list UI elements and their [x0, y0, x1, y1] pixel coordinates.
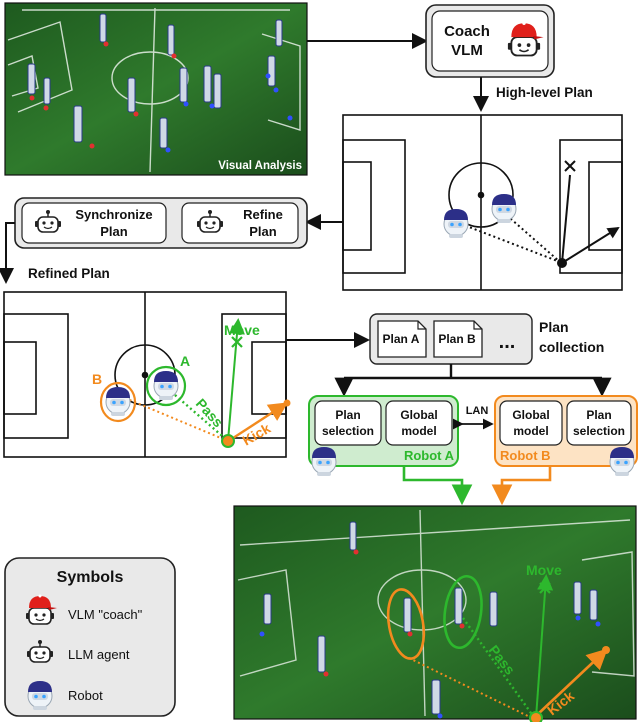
- high-level-plan-moves: [443, 160, 620, 268]
- plan-a-doc: Plan A: [383, 332, 420, 346]
- symbols-legend: Symbols VLM "coach" LLM agent Robot: [4, 557, 176, 717]
- arrow-robot-b-to-photo: [491, 466, 552, 506]
- robot-a-global-model-1: Global: [400, 408, 437, 422]
- robot-b-global-model-1: Global: [512, 408, 549, 422]
- robot-b-marker: [99, 381, 137, 423]
- synchronize-refine-box: Synchronize Plan Refine Plan: [14, 197, 308, 249]
- high-level-plan-field: [342, 114, 623, 291]
- collection-fork-arrows: [334, 364, 612, 397]
- robot-b-plan-selection-2: selection: [573, 424, 625, 438]
- plan-collection-label-2: collection: [539, 339, 604, 355]
- visual-analysis-photo: Visual Analysis: [4, 2, 308, 176]
- synchronize-line1: Synchronize: [75, 207, 152, 222]
- photo-move-label: Move: [526, 562, 562, 578]
- symbols-title: Symbols: [57, 569, 124, 586]
- robot-a-photo-marker: [443, 574, 483, 650]
- arrow-sync-to-refined: [0, 222, 15, 284]
- robot-a-box: Plan selection Global model Robot A: [308, 395, 459, 477]
- high-level-plan-label: High-level Plan: [496, 85, 593, 100]
- robot-a-tag: A: [180, 353, 190, 369]
- visual-analysis-caption: Visual Analysis: [218, 160, 302, 172]
- robot-b-box: Global model Plan selection Robot B: [494, 395, 638, 477]
- coach-label-line1: Coach: [444, 23, 490, 40]
- lan-label: LAN: [466, 405, 489, 417]
- refine-line2: Plan: [249, 224, 277, 239]
- robot-b-global-model-2: model: [513, 424, 548, 438]
- robot-b-name: Robot B: [500, 448, 551, 463]
- robot-a-global-model-2: model: [401, 424, 436, 438]
- plan-more: ...: [499, 331, 516, 353]
- robot-a-plan-selection-2: selection: [322, 424, 374, 438]
- plan-b-doc: Plan B: [438, 332, 476, 346]
- execution-photo: Move Pass Kick: [233, 505, 637, 722]
- robot-a-name: Robot A: [404, 448, 455, 463]
- legend-robot-label: Robot: [68, 688, 103, 703]
- coach-vlm-box: Coach VLM: [425, 4, 555, 78]
- robot-icon: [311, 446, 337, 477]
- plan-collection-label-1: Plan: [539, 319, 569, 335]
- refine-line1: Refine: [243, 207, 283, 222]
- robot-a-plan-selection-1: Plan: [335, 408, 360, 422]
- synchronize-line2: Plan: [100, 224, 128, 239]
- legend-llm-label: LLM agent: [68, 647, 130, 662]
- coach-label-line2: VLM: [451, 42, 483, 59]
- robot-b-tag: B: [92, 371, 102, 387]
- robot-icon: [609, 446, 635, 477]
- arrow-robot-a-to-photo: [402, 466, 473, 506]
- plan-collection-box: Plan A Plan B ...: [369, 313, 533, 365]
- robot-b-photo-marker: [386, 588, 426, 660]
- refined-move-label: Move: [224, 322, 260, 338]
- legend-vlm-label: VLM "coach": [68, 607, 143, 622]
- refined-plan-label: Refined Plan: [28, 266, 110, 281]
- robot-b-plan-selection-1: Plan: [586, 408, 611, 422]
- robot-a-marker: [145, 365, 187, 407]
